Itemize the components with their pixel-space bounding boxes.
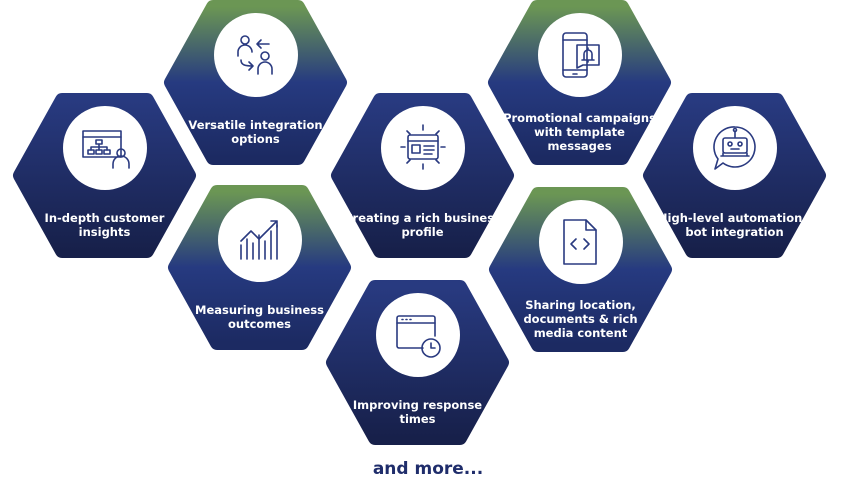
feature-label: Creating a rich business profile bbox=[344, 211, 501, 239]
window-clock-icon bbox=[395, 315, 441, 358]
feature-hexagon: Creating a rich business profile bbox=[330, 93, 515, 258]
feature-label: Measuring business outcomes bbox=[195, 303, 324, 331]
icon-circle bbox=[217, 198, 302, 282]
icon-circle bbox=[62, 106, 147, 190]
icon-circle bbox=[537, 13, 622, 97]
feature-hexagon: Improving response times bbox=[325, 280, 510, 445]
and-more-text: and more... bbox=[372, 459, 484, 479]
feature-hexagon: In-depth customer insights bbox=[12, 93, 197, 258]
feature-label: Sharing location, documents & rich media… bbox=[523, 298, 638, 340]
icon-circle bbox=[375, 293, 460, 377]
feature-label: Versatile integration options bbox=[188, 118, 323, 146]
feature-label: Promotional campaigns with template mess… bbox=[503, 111, 656, 153]
feature-hexagon: Measuring business outcomes bbox=[167, 185, 352, 350]
feature-hexagon: Sharing location, documents & rich media… bbox=[488, 187, 673, 352]
phone-notification-icon bbox=[561, 32, 600, 78]
code-document-icon bbox=[562, 219, 597, 265]
chatbot-icon bbox=[712, 126, 756, 170]
org-chart-presenter-icon bbox=[81, 130, 130, 169]
icon-circle bbox=[538, 200, 623, 284]
feature-label: In-depth customer insights bbox=[44, 211, 165, 239]
icon-circle bbox=[380, 106, 465, 190]
feature-hexagon: Versatile integration options bbox=[163, 0, 348, 165]
feature-label: High-level automation - bot integration bbox=[657, 211, 812, 239]
icon-circle bbox=[692, 106, 777, 190]
people-exchange-icon bbox=[236, 35, 273, 75]
feature-hexagon: Promotional campaigns with template mess… bbox=[487, 0, 672, 165]
feature-label: Improving response times bbox=[352, 398, 483, 426]
profile-page-icon bbox=[399, 124, 446, 170]
growth-chart-icon bbox=[239, 220, 278, 260]
icon-circle bbox=[213, 13, 298, 97]
feature-hexagon: High-level automation - bot integration bbox=[642, 93, 827, 258]
